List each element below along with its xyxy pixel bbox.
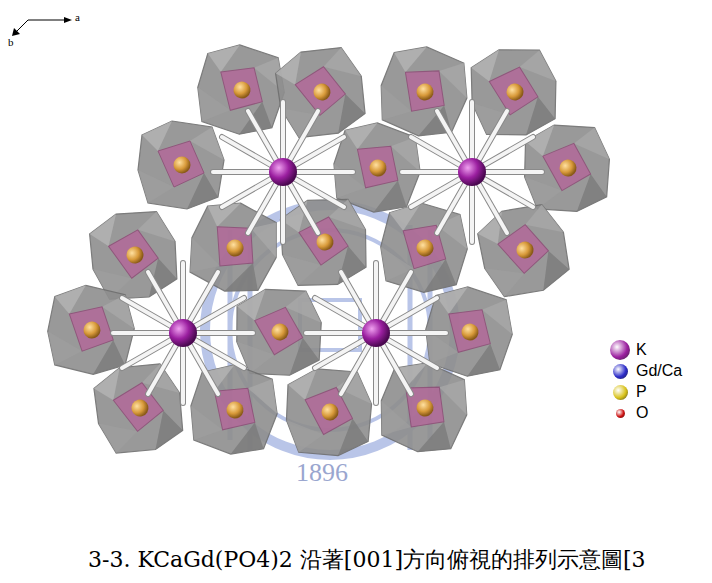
legend-text: K bbox=[636, 341, 647, 359]
watermark-text: 1896 bbox=[296, 458, 348, 488]
axis-label: b bbox=[8, 36, 14, 48]
legend-text: O bbox=[636, 404, 648, 422]
axis-arrows bbox=[12, 17, 72, 36]
legend-text: P bbox=[636, 383, 647, 401]
legend-swatch bbox=[616, 409, 625, 418]
figure-caption: 3-3. KCaGd(PO4)2 沿著[001]方向俯視的排列示意圖[3 bbox=[88, 545, 646, 575]
legend-swatch bbox=[613, 385, 628, 400]
polyhedra bbox=[44, 38, 613, 462]
legend-text: Gd/Ca bbox=[636, 362, 682, 380]
legend-swatch bbox=[610, 340, 630, 360]
axis-label: a bbox=[75, 11, 80, 23]
k-atoms bbox=[113, 102, 542, 403]
legend-swatch bbox=[613, 364, 628, 379]
